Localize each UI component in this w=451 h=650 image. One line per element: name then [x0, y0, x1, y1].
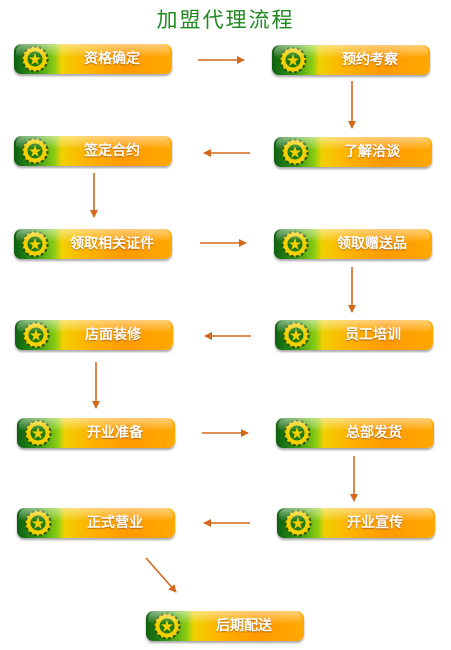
step-receive-certificates[interactable]: 领取相关证件: [14, 229, 172, 259]
step-label: 开业准备: [87, 425, 143, 441]
step-label: 资格确定: [84, 51, 140, 67]
step-sign-contract[interactable]: 签定合约: [14, 136, 172, 166]
gear-emblem-icon: [21, 45, 49, 73]
step-label: 后期配送: [216, 618, 272, 634]
step-label: 开业宣传: [347, 515, 403, 531]
step-site-visit[interactable]: 预约考察: [272, 45, 430, 75]
arrow-s12-s13: [145, 557, 177, 593]
step-label: 签定合约: [84, 143, 140, 159]
gear-emblem-icon: [279, 46, 307, 74]
gear-emblem-icon: [24, 419, 52, 447]
step-qualification[interactable]: 资格确定: [14, 44, 172, 74]
gear-emblem-icon: [281, 138, 309, 166]
gear-emblem-icon: [283, 419, 311, 447]
step-label: 领取相关证件: [70, 236, 154, 252]
step-hq-shipping[interactable]: 总部发货: [276, 418, 434, 448]
gear-emblem-icon: [284, 509, 312, 537]
page-title: 加盟代理流程: [156, 8, 295, 32]
step-negotiation[interactable]: 了解洽谈: [274, 137, 432, 167]
step-official-opening[interactable]: 正式营业: [17, 508, 175, 538]
step-opening-promotion[interactable]: 开业宣传: [277, 508, 435, 538]
gear-emblem-icon: [281, 230, 309, 258]
step-label: 店面装修: [85, 327, 141, 343]
step-staff-training[interactable]: 员工培训: [275, 320, 433, 350]
step-opening-preparation[interactable]: 开业准备: [17, 418, 175, 448]
step-label: 员工培训: [345, 327, 401, 343]
gear-emblem-icon: [24, 509, 52, 537]
step-label: 总部发货: [346, 425, 402, 441]
gear-emblem-icon: [21, 137, 49, 165]
step-label: 领取赠送品: [337, 236, 407, 252]
gear-emblem-icon: [153, 612, 181, 640]
step-label: 预约考察: [342, 52, 398, 68]
step-label: 正式营业: [87, 515, 143, 531]
gear-emblem-icon: [22, 321, 50, 349]
step-store-decoration[interactable]: 店面装修: [15, 320, 173, 350]
step-receive-gifts[interactable]: 领取赠送品: [274, 229, 432, 259]
step-later-delivery[interactable]: 后期配送: [146, 611, 304, 641]
step-label: 了解洽谈: [344, 144, 400, 160]
gear-emblem-icon: [282, 321, 310, 349]
gear-emblem-icon: [21, 230, 49, 258]
